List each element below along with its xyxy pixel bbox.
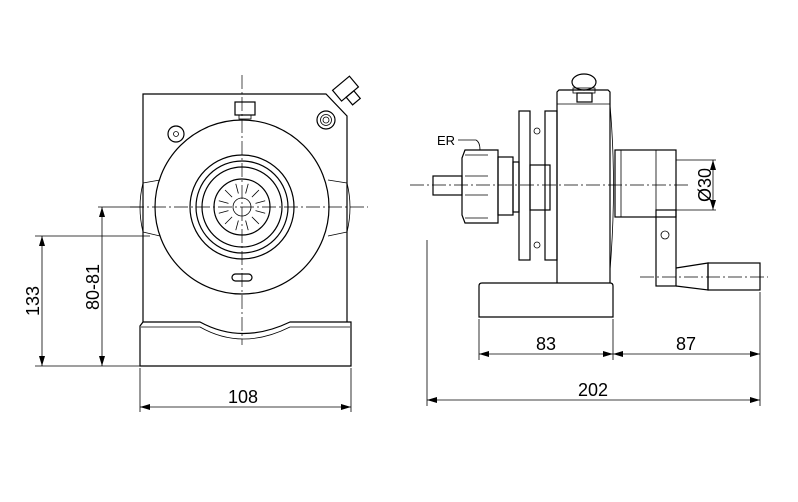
dim-label-202: 202 <box>578 380 608 400</box>
dim-label-108: 108 <box>228 387 258 407</box>
er-leader <box>458 139 481 151</box>
collet-nut <box>461 149 499 224</box>
flange-plate-outer <box>518 110 531 261</box>
crank-handle-taper <box>675 262 709 291</box>
lock-knob-icon <box>331 75 362 106</box>
top-key-stem <box>238 114 252 120</box>
crank-arm <box>655 209 677 287</box>
collar-1 <box>497 156 514 216</box>
side-column <box>556 89 611 283</box>
collet-slot-line <box>224 216 233 225</box>
side-base <box>478 282 614 318</box>
screw-hole-right-icon <box>316 110 336 130</box>
front-view: 133 80-81 108 <box>23 75 368 412</box>
collet-slot-line <box>224 189 233 198</box>
lock-knob-side-icon <box>571 73 597 103</box>
collet-slot-line <box>235 183 239 194</box>
er-label: ER <box>437 133 455 148</box>
collet-slot-line <box>255 200 266 204</box>
collet-slot-line <box>245 183 249 194</box>
flange-plate-inner <box>544 110 558 261</box>
collet-slot-line <box>235 220 239 231</box>
collet-slot-line <box>218 200 229 204</box>
dim-label-87: 87 <box>676 334 696 354</box>
side-extension-lines <box>426 159 761 406</box>
dim-label-80-81: 80-81 <box>83 264 103 310</box>
collet-slot-line <box>218 210 229 214</box>
collet-slot-line <box>251 216 260 225</box>
front-base-bevel <box>141 326 350 340</box>
front-base <box>139 321 352 367</box>
shaft-stub <box>432 175 463 196</box>
collet-slot-line <box>255 210 266 214</box>
side-view: ER Ø30 83 87 202 <box>410 73 768 406</box>
side-column-bulge <box>609 104 614 271</box>
dim-label-o30: Ø30 <box>695 168 715 202</box>
front-side-flats <box>139 179 351 237</box>
front-body-outline <box>142 93 348 322</box>
collet-slot-line <box>245 220 249 231</box>
dim-label-133: 133 <box>23 286 43 316</box>
collet-slots <box>218 183 266 231</box>
crank-handle-grip <box>707 262 761 291</box>
dim-extension-lines <box>35 206 352 412</box>
rear-housing <box>614 149 677 218</box>
top-key <box>234 101 256 116</box>
screw-hole-left-icon <box>167 125 185 143</box>
hub <box>529 164 551 211</box>
dim-label-83: 83 <box>536 334 556 354</box>
collar-2 <box>512 161 520 213</box>
collet-slot-line <box>251 189 260 198</box>
